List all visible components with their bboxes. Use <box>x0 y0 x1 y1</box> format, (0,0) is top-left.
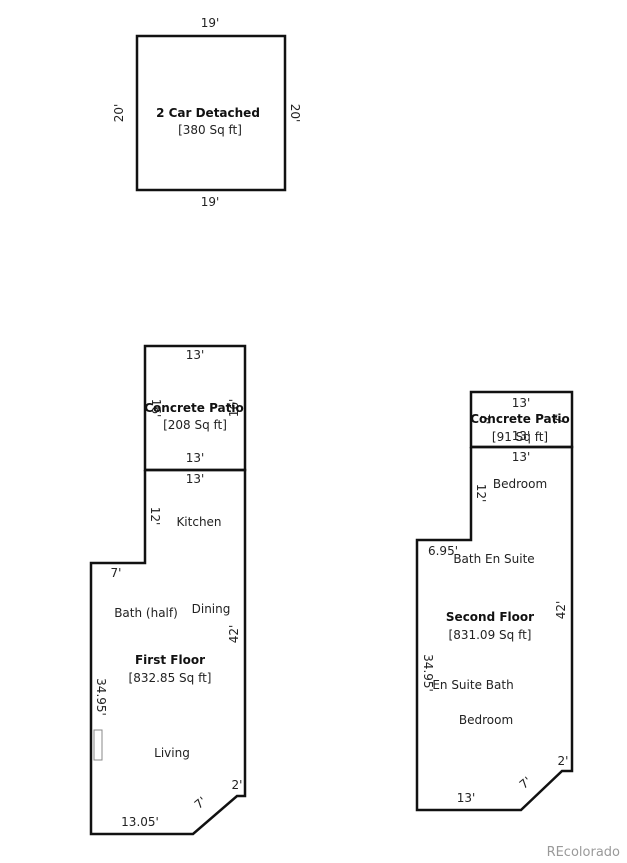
garage-dim-bottom: 19' <box>201 195 220 209</box>
second-patio-dim-bottom: 13' <box>512 429 531 443</box>
second-patio: 13' 13' 7' 7' Concrete Patio [91 Sq ft] <box>469 390 574 449</box>
first-patio-dim-top: 13' <box>186 348 205 362</box>
garage-area: [380 Sq ft] <box>178 123 242 137</box>
first-floor-dim-step: 7' <box>111 566 122 580</box>
first-floor-window <box>93 729 103 761</box>
second-floor-dim-left-lower: 34.95' <box>421 654 435 692</box>
garage-dim-left: 20' <box>112 104 126 123</box>
first-floor-dim-diag: 7' <box>192 794 209 812</box>
room-bath-half: Bath (half) <box>114 606 178 620</box>
room-dining: Dining <box>192 602 231 616</box>
second-patio-dim-right: 7' <box>552 414 566 425</box>
second-floor-dim-left-upper: 12' <box>474 484 488 503</box>
second-floor-dim-corner: 2' <box>558 754 569 768</box>
first-patio-dim-right: 16' <box>227 399 241 418</box>
room-bath-en-suite: Bath En Suite <box>453 552 534 566</box>
room-en-suite-bath: En Suite Bath <box>432 678 513 692</box>
room-kitchen: Kitchen <box>176 515 221 529</box>
first-patio: 13' 13' 16' 16' Concrete Patio [208 Sq f… <box>143 344 247 472</box>
second-floor-dim-bottom: 13' <box>457 791 476 805</box>
second-patio-area: [91 Sq ft] <box>492 430 548 444</box>
first-patio-dim-bottom: 13' <box>186 451 205 465</box>
garage-dim-top: 19' <box>201 16 220 30</box>
first-floor-dim-left-lower: 34.95' <box>94 678 108 716</box>
first-floor-dim-top: 13' <box>186 472 205 486</box>
garage: 19' 19' 20' 20' 2 Car Detached [380 Sq f… <box>112 16 302 209</box>
room-bedroom-upper: Bedroom <box>493 477 547 491</box>
garage-title: 2 Car Detached <box>156 106 260 120</box>
second-floor-area: [831.09 Sq ft] <box>449 628 532 642</box>
first-patio-area: [208 Sq ft] <box>163 418 227 432</box>
first-floor-area: [832.85 Sq ft] <box>129 671 212 685</box>
second-floor: 13' 12' 6.95' 34.95' 42' 13' 7' 2' Bedro… <box>415 445 574 812</box>
second-floor-dim-top: 13' <box>512 450 531 464</box>
watermark: REcolorado <box>547 845 620 860</box>
first-floor: 13' 12' 7' 34.95' 42' 13.05' 7' 2' Kitch… <box>89 468 247 836</box>
room-living: Living <box>154 746 190 760</box>
second-floor-title: Second Floor <box>446 610 534 624</box>
second-floor-outline <box>415 445 574 812</box>
first-floor-dim-bottom: 13.05' <box>121 815 159 829</box>
garage-outline <box>135 34 287 192</box>
garage-dim-right: 20' <box>288 104 302 123</box>
first-floor-dim-corner: 2' <box>232 778 243 792</box>
second-floor-dim-right: 42' <box>554 601 568 620</box>
second-patio-dim-top: 13' <box>512 396 531 410</box>
first-floor-title: First Floor <box>135 653 205 667</box>
first-floor-dim-left-upper: 12' <box>148 507 162 526</box>
first-patio-dim-left: 16' <box>149 399 163 418</box>
first-patio-title: Concrete Patio <box>144 401 243 415</box>
room-bedroom-lower: Bedroom <box>459 713 513 727</box>
second-floor-dim-step: 6.95' <box>428 544 458 558</box>
second-patio-dim-left: 7' <box>478 414 492 425</box>
first-floor-outline <box>89 468 247 836</box>
second-floor-dim-diag: 7' <box>517 774 534 792</box>
first-floor-dim-right: 42' <box>227 625 241 644</box>
second-patio-title: Concrete Patio <box>470 412 569 426</box>
